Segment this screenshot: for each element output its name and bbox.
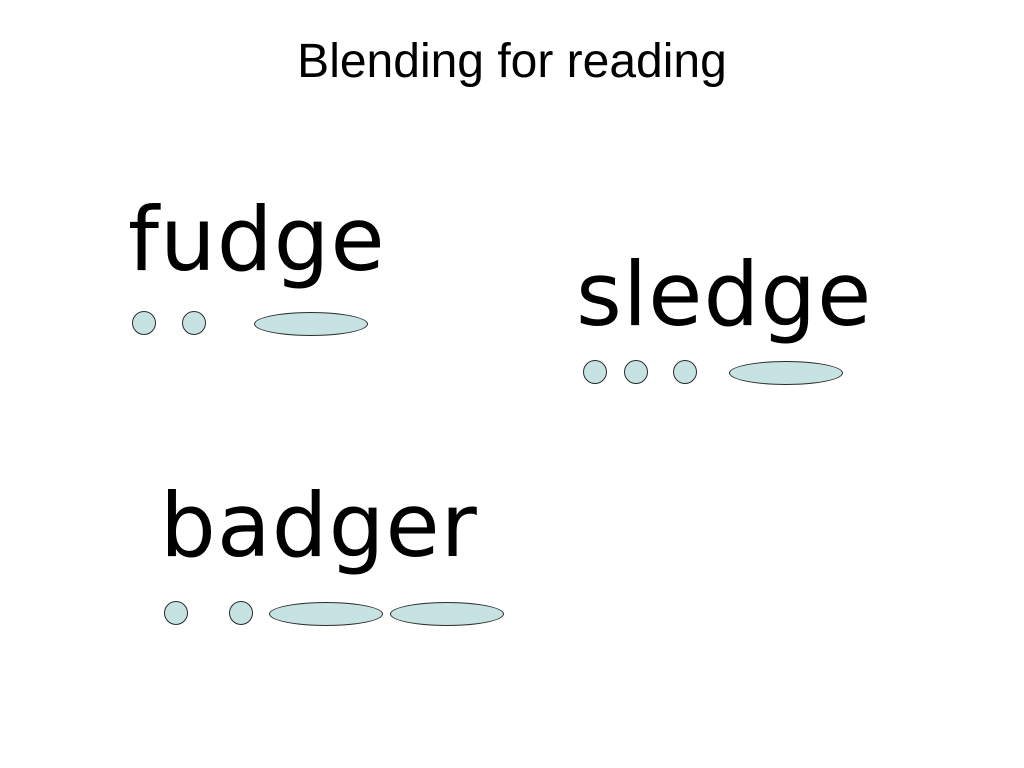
word-sledge: sledge	[576, 243, 873, 346]
sound-dash	[254, 312, 368, 336]
sound-buttons-badger	[164, 601, 506, 627]
sound-dot	[229, 601, 253, 625]
slide-title: Blending for reading	[297, 35, 727, 88]
sound-dash	[390, 602, 504, 626]
sound-dash	[269, 602, 383, 626]
sound-buttons-fudge	[132, 311, 372, 337]
sound-dash	[729, 361, 843, 385]
sound-dot	[182, 311, 206, 335]
sound-dot	[164, 601, 188, 625]
sound-dot	[132, 311, 156, 335]
sound-dot	[583, 360, 607, 384]
sound-dot	[673, 360, 697, 384]
sound-dot	[624, 360, 648, 384]
word-badger: badger	[160, 474, 478, 577]
sound-buttons-sledge	[583, 360, 845, 386]
word-fudge: fudge	[128, 188, 386, 291]
